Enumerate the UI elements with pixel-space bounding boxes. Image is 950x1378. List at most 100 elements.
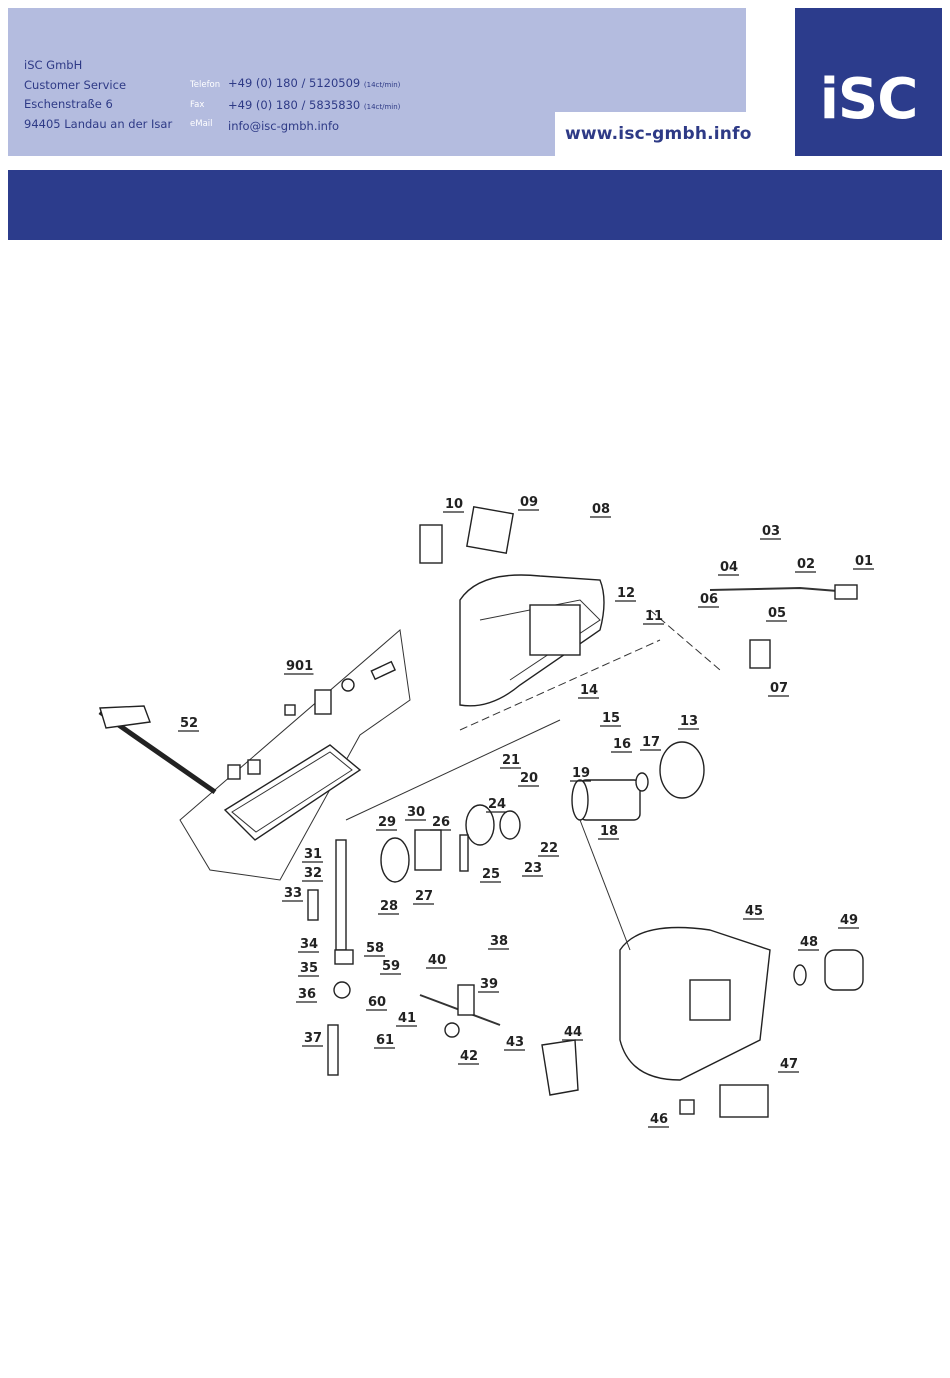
part-label-47: 47 (780, 1057, 798, 1072)
part-label-15: 15 (602, 711, 620, 726)
blade-holder-part (334, 949, 354, 965)
isc-logo: iSC (795, 8, 942, 156)
part-label-28: 28 (380, 899, 398, 914)
phone-rate: (14ct/min) (363, 81, 401, 89)
plug-part (834, 584, 858, 600)
part-label-17: 17 (642, 735, 660, 750)
baseplate-washer (341, 678, 355, 692)
baseplate-clamp-2 (247, 759, 261, 775)
part-label-29: 29 (378, 815, 396, 830)
part-label-41: 41 (398, 1011, 416, 1026)
baseplate-clamp-1 (227, 764, 241, 780)
part-label-38: 38 (490, 934, 508, 949)
part-label-27: 27 (415, 889, 433, 904)
part-label-52: 52 (180, 716, 198, 731)
gear-housing-part (465, 804, 495, 846)
guide-plate-part (307, 889, 319, 921)
company-name: iSC GmbH (24, 58, 83, 72)
title-bar (8, 170, 942, 240)
part-label-07: 07 (770, 681, 788, 696)
part-label-37: 37 (304, 1031, 322, 1046)
part-label-44: 44 (564, 1025, 582, 1040)
label-plate-part (466, 506, 514, 554)
baseplate-part (223, 744, 362, 841)
part-label-14: 14 (580, 683, 598, 698)
lever-part (457, 984, 475, 1016)
armature-guide-line (579, 819, 631, 951)
lever-spring-part (444, 1022, 460, 1038)
fax-label: Fax (190, 99, 205, 110)
part-label-32: 32 (304, 866, 322, 881)
part-label-45: 45 (745, 904, 763, 919)
part-label-43: 43 (506, 1035, 524, 1050)
part-label-18: 18 (600, 824, 618, 839)
company-address: iSC GmbH Customer Service Eschenstraße 6… (24, 56, 172, 134)
contact-labels: Telefon Fax eMail (190, 76, 220, 135)
part-label-19: 19 (572, 766, 590, 781)
phone-row: +49 (0) 180 / 5120509 (14ct/min) (228, 74, 400, 96)
bearing-part (635, 772, 649, 792)
housing-right-vent (689, 979, 731, 1021)
eccentric-gear-part (380, 837, 410, 883)
gear-link-part (459, 834, 469, 872)
part-label-42: 42 (460, 1049, 478, 1064)
part-label-61: 61 (376, 1033, 394, 1048)
switch-lock-part (419, 524, 443, 564)
part-label-13: 13 (680, 714, 698, 729)
fax-number: +49 (0) 180 / 5835830 (228, 97, 361, 112)
part-label-04: 04 (720, 560, 738, 575)
part-label-35: 35 (300, 961, 318, 976)
baseplate-group-outline (179, 629, 411, 881)
company-city: 94405 Landau an der Isar (24, 116, 173, 131)
part-label-36: 36 (298, 987, 316, 1002)
part-label-33: 33 (284, 886, 302, 901)
o-ring-part (793, 964, 807, 986)
website-box (555, 112, 746, 156)
part-label-30: 30 (407, 805, 425, 820)
gear-part (499, 810, 521, 840)
email-address[interactable]: info@isc-gmbh.info (228, 119, 340, 133)
baseplate-inner (231, 751, 353, 833)
part-label-48: 48 (800, 935, 818, 950)
fan-part (571, 779, 589, 821)
baseplate-screw (370, 660, 397, 681)
field-coil-part (659, 741, 705, 799)
part-label-59: 59 (382, 959, 400, 974)
blade-clamp-part (333, 981, 351, 999)
baseplate-bracket (314, 689, 332, 715)
part-label-16: 16 (613, 737, 631, 752)
cover-part (541, 1039, 579, 1096)
part-label-01: 01 (855, 554, 873, 569)
phone-label: Telefon (190, 80, 221, 90)
part-label-10: 10 (445, 497, 463, 512)
clamp-guide-line (649, 609, 721, 671)
cable-clamp-part (749, 639, 771, 669)
part-label-49: 49 (840, 913, 858, 928)
part-label-21: 21 (502, 753, 520, 768)
part-label-23: 23 (524, 861, 542, 876)
diagram-parts (98, 506, 864, 1118)
part-label-20: 20 (520, 771, 538, 786)
phone-number: +49 (0) 180 / 5120509 (228, 76, 361, 90)
part-label-901: 901 (286, 659, 313, 674)
part-label-09: 09 (520, 495, 538, 510)
website-link[interactable]: www.isc-gmbh.info (565, 124, 752, 144)
part-label-40: 40 (428, 953, 446, 968)
part-label-25: 25 (482, 867, 500, 882)
label-part (719, 1084, 769, 1118)
part-label-05: 05 (768, 606, 786, 621)
part-label-39: 39 (480, 977, 498, 992)
baseplate-nut (284, 704, 296, 716)
company-street: Eschenstraße 6 (24, 97, 113, 111)
plunger-rod (335, 839, 347, 951)
part-label-31: 31 (304, 847, 322, 862)
part-label-02: 02 (797, 557, 815, 572)
part-label-12: 12 (617, 586, 635, 601)
gear-plate-part (414, 829, 442, 871)
part-label-08: 08 (592, 502, 610, 517)
fax-rate: (14ct/min) (363, 102, 401, 111)
plunger-guide-line (345, 719, 561, 821)
armature-part (579, 779, 641, 821)
